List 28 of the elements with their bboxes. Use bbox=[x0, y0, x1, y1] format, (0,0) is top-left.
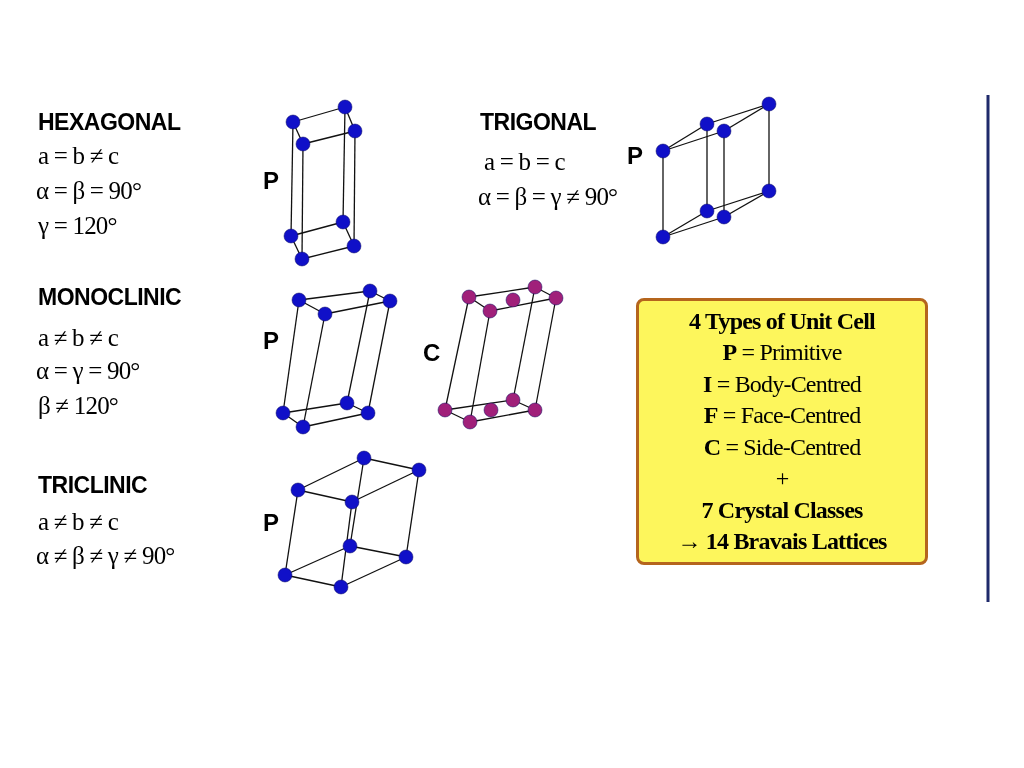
box-text: P = Primitive bbox=[722, 338, 842, 367]
box-heading: 4 Types of Unit Cell bbox=[689, 306, 875, 336]
formula: α = β = 90° bbox=[36, 177, 142, 205]
formula: a = b ≠ c bbox=[38, 142, 119, 170]
lattice-letter: P bbox=[263, 168, 279, 195]
heading: TRIGONAL bbox=[480, 110, 597, 136]
info-box bbox=[636, 298, 928, 565]
formula: γ = 120° bbox=[38, 212, 117, 240]
lattice-letter: P bbox=[627, 143, 643, 170]
box-heading: → 14 Bravais Lattices bbox=[677, 527, 887, 556]
formula: α ≠ β ≠ γ ≠ 90° bbox=[36, 542, 175, 570]
box-text: C = Side-Centred bbox=[703, 432, 861, 462]
formula: β ≠ 120° bbox=[38, 392, 119, 420]
lattice-letter: P bbox=[263, 510, 279, 537]
formula: α = β = γ ≠ 90° bbox=[478, 183, 618, 211]
formula: a ≠ b ≠ c bbox=[38, 324, 118, 352]
formula: a = b = c bbox=[484, 148, 565, 176]
heading: MONOCLINIC bbox=[38, 285, 182, 311]
formula: α = γ = 90° bbox=[36, 357, 140, 385]
lattice-letter: C bbox=[423, 340, 441, 367]
box-text: + bbox=[775, 464, 789, 493]
box-text: I = Body-Centred bbox=[702, 369, 862, 399]
lattice-letter: P bbox=[263, 328, 279, 355]
box-heading: 7 Crystal Classes bbox=[701, 495, 863, 525]
heading: TRICLINIC bbox=[38, 473, 148, 499]
box-text: F = Face-Centred bbox=[703, 401, 861, 430]
formula: a ≠ b ≠ c bbox=[38, 508, 118, 536]
heading: HEXAGONAL bbox=[38, 110, 181, 136]
